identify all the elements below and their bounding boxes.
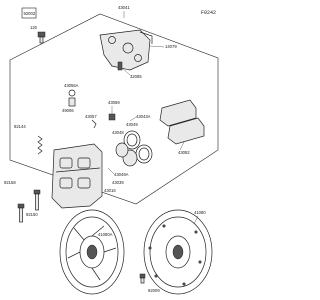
label-43039: 43039	[112, 180, 124, 185]
svg-text:43048: 43048	[112, 130, 124, 135]
svg-text:43049A: 43049A	[114, 172, 129, 177]
exploded-parts-diagram: F0242 92002 43041 120 14079 32085 43056A…	[4, 5, 219, 295]
piston-stack	[115, 130, 153, 167]
svg-text:49006: 49006	[62, 108, 74, 113]
svg-text:43039: 43039	[112, 180, 124, 185]
svg-text:43059: 43059	[108, 100, 120, 105]
svg-text:120: 120	[30, 25, 38, 30]
spring-92144: 92144	[14, 124, 43, 155]
svg-text:32085: 32085	[130, 74, 142, 79]
svg-text:92009: 92009	[148, 288, 160, 293]
svg-text:92002: 92002	[24, 11, 36, 16]
dust-seal-43048: 43048	[112, 130, 124, 135]
svg-text:43057: 43057	[85, 114, 97, 119]
caliper-bracket-14079: 14079	[99, 29, 177, 71]
svg-text:41080A: 41080A	[98, 232, 113, 237]
bolt-92150: 92150	[26, 189, 41, 217]
label-14079: 14079	[165, 44, 177, 49]
svg-text:43056A: 43056A	[64, 83, 79, 88]
brake-pads-43082: 43082	[159, 99, 205, 155]
svg-text:92144: 92144	[14, 124, 26, 129]
label-43049a: 43049A	[107, 167, 129, 177]
boot-43056a: 43056A	[64, 83, 79, 97]
diagram-code: F0242	[201, 10, 216, 16]
svg-text:43082: 43082	[178, 150, 190, 155]
piston-seal-43049: 43049	[126, 122, 138, 127]
label-43041: 43041	[118, 5, 130, 10]
seal-43059: 43059	[108, 100, 120, 121]
shim-43057: 43057	[85, 114, 97, 129]
svg-text:92158: 92158	[4, 180, 16, 185]
disc-bolt-92009: 92009	[139, 273, 160, 293]
label-tag-92002: 92002	[21, 7, 37, 19]
caliper-body	[51, 143, 103, 209]
label-43016: 43016	[104, 188, 116, 193]
svg-text:43043A: 43043A	[136, 114, 151, 119]
svg-text:43049: 43049	[126, 122, 138, 127]
brake-disc-41080a: 41080A	[59, 209, 125, 295]
slide-pin-32085: 32085	[117, 61, 142, 79]
brake-disc-41080: 41080	[143, 209, 213, 295]
pad-spring-43043a: 43043A	[129, 114, 151, 122]
svg-text:92150: 92150	[26, 212, 38, 217]
bolt-92158: 92158	[4, 180, 25, 223]
assembly-outline-box	[9, 13, 219, 205]
svg-text:43016: 43016	[104, 188, 116, 193]
svg-text:41080: 41080	[194, 210, 206, 215]
bolt-49006: 49006	[62, 97, 76, 113]
bleed-bolt-120: 120	[30, 25, 46, 44]
